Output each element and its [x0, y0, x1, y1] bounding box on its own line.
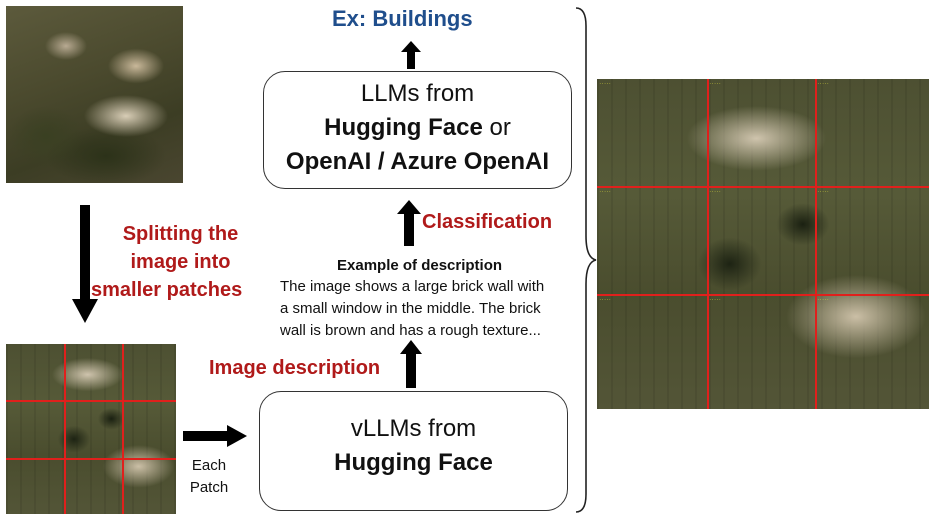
satellite-image-patches: [6, 344, 176, 514]
satellite-image-labeled: ····· ····· ····· ····· ····· ····· ····…: [597, 79, 929, 409]
down-arrow-icon: [72, 205, 98, 323]
llm-box: LLMs from Hugging Face or OpenAI / Azure…: [263, 71, 572, 189]
image-description-label: Image description: [209, 357, 381, 379]
llm-box-or: or: [482, 114, 511, 141]
up-arrow-icon: [397, 200, 421, 246]
each-patch-label: Each Patch: [189, 457, 229, 496]
right-arrow-icon: [183, 425, 247, 447]
satellite-image-original: [6, 6, 183, 183]
up-arrow-icon: [400, 340, 422, 388]
up-arrow-icon: [401, 41, 421, 69]
description-heading: Example of description: [337, 257, 503, 274]
llm-box-line1: LLMs from: [360, 80, 475, 107]
splitting-label: Splitting the image into: [122, 223, 239, 273]
llm-box-hugging-face: Hugging Face: [324, 114, 483, 141]
vllm-box-line1: vLLMs from: [350, 415, 477, 442]
splitting-label-line3: smaller patches: [91, 279, 243, 301]
classification-label: Classification: [422, 211, 553, 233]
title-example: Ex: Buildings: [332, 6, 473, 31]
llm-box-openai: OpenAI / Azure OpenAI: [285, 148, 550, 175]
curly-brace-icon: [575, 7, 597, 513]
vllm-box-hugging-face: Hugging Face: [334, 449, 493, 476]
description-text: The image shows a large brick wall with …: [280, 278, 545, 339]
vllm-box: vLLMs from Hugging Face: [259, 391, 568, 511]
